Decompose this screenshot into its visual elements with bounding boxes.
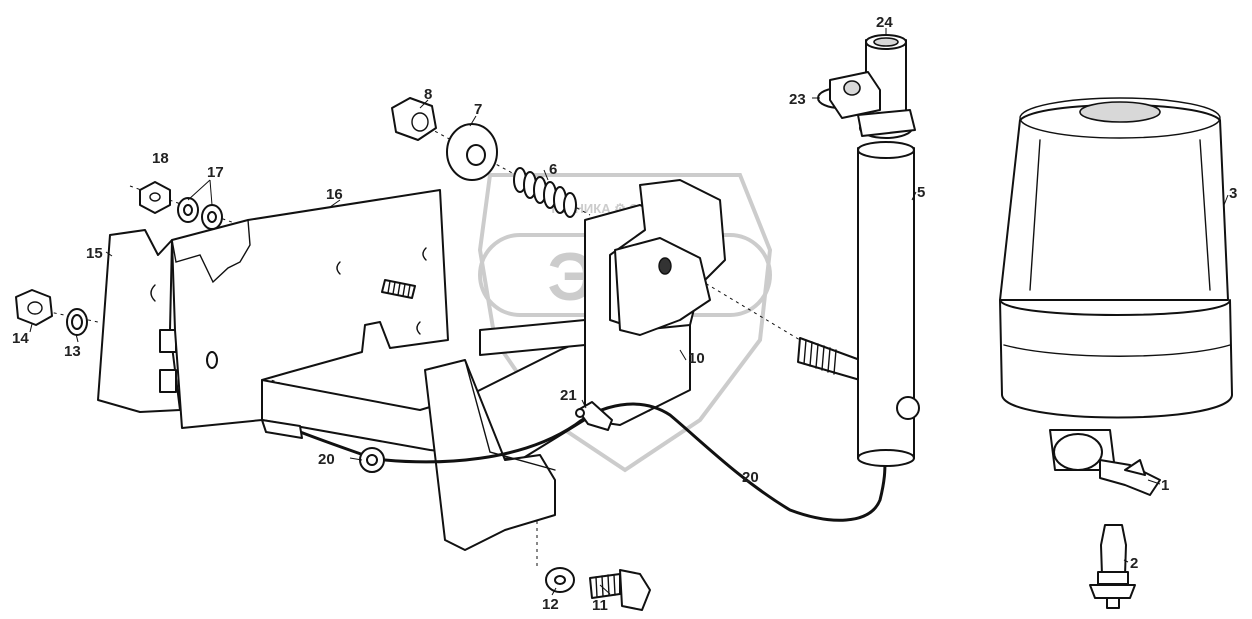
- callout-17: 17: [207, 164, 224, 181]
- callout-12: 12: [542, 596, 559, 613]
- callout-24: 24: [876, 14, 893, 31]
- leader-lines: [29, 28, 1229, 596]
- stud-bolt: [381, 279, 416, 299]
- part-16-mounting-plate: [171, 189, 449, 429]
- part-6-spring: [513, 167, 577, 218]
- callout-15: 15: [86, 245, 103, 262]
- callout-20b: 20: [742, 469, 759, 486]
- callout-20a: 20: [318, 451, 335, 468]
- lower-bracket: [261, 319, 586, 551]
- part-2-bulb: [1089, 524, 1136, 609]
- part-15-left-bracket: [97, 229, 181, 413]
- part-14-nut: [15, 289, 53, 326]
- callout-23: 23: [789, 91, 806, 108]
- callouts: 1 2 3 5 6 7 8 10 11 12 13 14 15 16 17 18…: [12, 14, 1237, 614]
- callout-16: 16: [326, 186, 343, 203]
- callout-1: 1: [1161, 477, 1169, 494]
- part-17-washers: [177, 197, 223, 230]
- callout-10: 10: [688, 350, 705, 367]
- part-18-nut: [139, 181, 171, 214]
- callout-5: 5: [917, 184, 925, 201]
- callout-7: 7: [474, 101, 482, 118]
- callout-3: 3: [1229, 185, 1237, 202]
- part-7-washer: [446, 123, 498, 181]
- part-1-clamp: [1049, 429, 1161, 496]
- bolt-axis-right: [669, 261, 801, 341]
- callout-14: 14: [12, 330, 29, 347]
- part-8-nut: [391, 97, 437, 141]
- part-5-mast-tube: [797, 141, 920, 467]
- callout-6: 6: [549, 161, 557, 178]
- part-21-cable-clip: [575, 401, 613, 431]
- callout-2: 2: [1130, 555, 1138, 572]
- part-3-beacon-lamp: [999, 97, 1233, 419]
- part-13-lock-washer: [66, 308, 88, 336]
- callout-8: 8: [424, 86, 432, 103]
- callout-18: 18: [152, 150, 169, 167]
- callout-11: 11: [592, 597, 608, 614]
- part-11-bolt: [589, 569, 651, 611]
- part-12-washer: [545, 567, 575, 593]
- callout-13: 13: [64, 343, 81, 360]
- callout-21: 21: [560, 387, 577, 404]
- part-23-connector: [817, 71, 916, 137]
- part-10-swivel-bracket: [584, 179, 726, 426]
